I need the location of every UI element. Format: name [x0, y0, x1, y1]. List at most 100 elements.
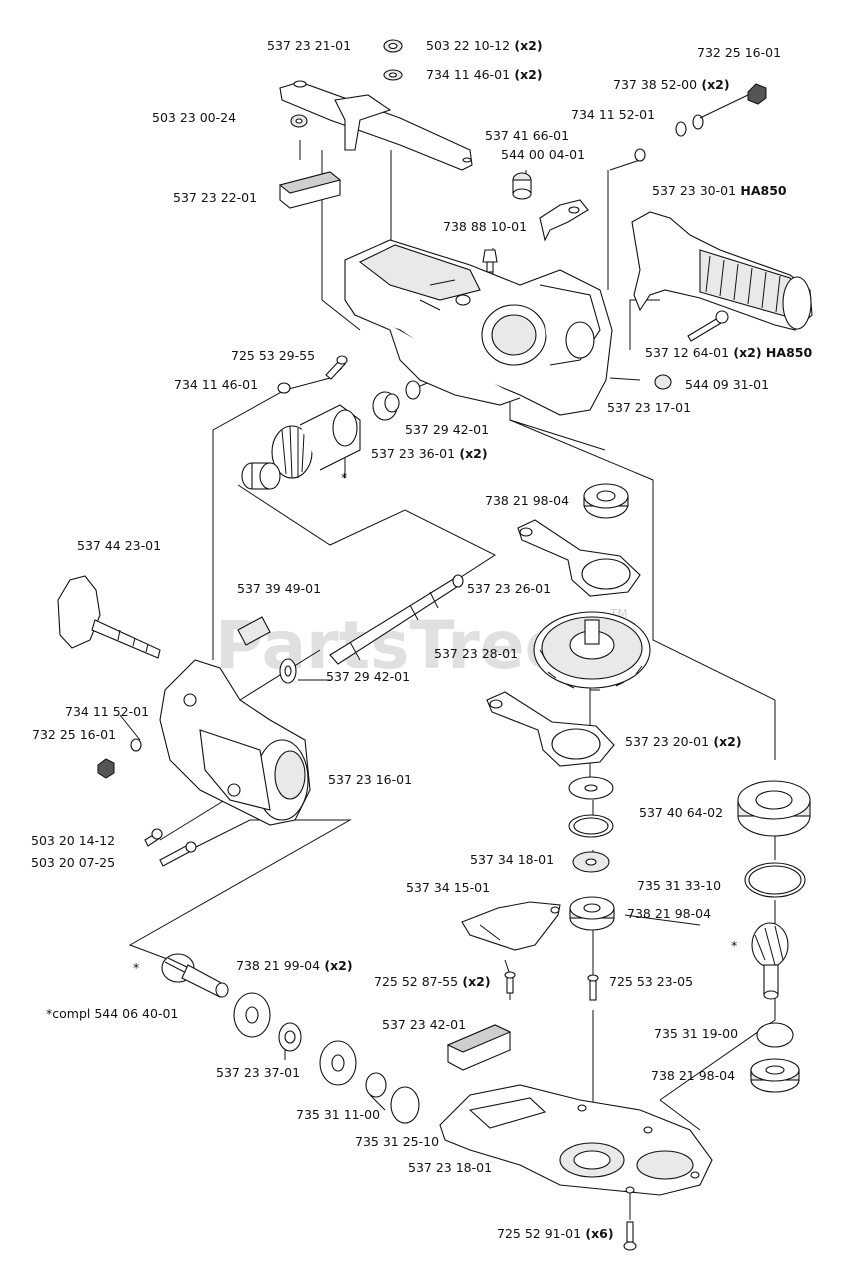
part-label-l24: 537 23 28-01: [434, 646, 518, 661]
part-number: 725 53 23-05: [609, 974, 693, 989]
part-number: 537 23 42-01: [382, 1017, 466, 1032]
part-number: 537 23 26-01: [467, 581, 551, 596]
part-label-l11: 537 23 22-01: [173, 190, 257, 205]
part-label-l13: 537 12 64-01 (x2) HA850: [645, 345, 812, 360]
part-screw-725-53-23-05: [587, 974, 599, 1001]
part-number: *compl: [46, 1006, 90, 1021]
star-marker-2: *: [731, 938, 737, 953]
part-pinion-544-06-40-01: [161, 953, 229, 998]
part-plate-537-34-15-01: [461, 901, 561, 951]
part-label-l04: 732 25 16-01: [697, 45, 781, 60]
part-number: 738 21 98-04: [485, 493, 569, 508]
star-marker-1: *: [133, 960, 139, 975]
part-screw-725-53-29-55: [325, 355, 348, 380]
part-label-l39: 725 53 23-05: [609, 974, 693, 989]
quantity-note: (x2): [709, 734, 742, 749]
part-washer-734-11-52-01-top: [634, 148, 646, 162]
part-nipple-738-88-10-01: [482, 249, 498, 273]
part-number: 737 38 52-00: [613, 77, 697, 92]
part-label-l41: 537 23 42-01: [382, 1017, 466, 1032]
part-number: 537 23 36-01: [371, 446, 455, 461]
part-label-l02: 503 22 10-12 (x2): [426, 38, 543, 53]
part-cap-537-41-66-01: [512, 172, 532, 200]
part-number-tail: 544 06 40-01: [90, 1006, 178, 1021]
part-washer-537-34-18-01: [572, 851, 610, 873]
part-number: 537 29 42-01: [405, 422, 489, 437]
part-number: 734 11 46-01: [174, 377, 258, 392]
part-label-l05: 737 38 52-00 (x2): [613, 77, 730, 92]
quantity-note: (x2): [455, 446, 488, 461]
part-number: 734 11 52-01: [65, 704, 149, 719]
quantity-note: HA850: [736, 183, 787, 198]
part-number: 732 25 16-01: [697, 45, 781, 60]
part-handle-537-23-30-01: [631, 211, 813, 331]
part-number: 735 31 11-00: [296, 1107, 380, 1122]
part-number: 537 12 64-01: [645, 345, 729, 360]
part-label-l37: 738 21 99-04 (x2): [236, 958, 353, 973]
part-conrod-537-23-20-01-lower: [486, 691, 615, 767]
part-number: 537 29 42-01: [326, 669, 410, 684]
star-marker-0: *: [341, 470, 347, 485]
part-bearing-537-40-64-02: [737, 780, 811, 837]
part-number: 537 23 17-01: [607, 400, 691, 415]
part-washer-537-29-42-01-top: [405, 380, 421, 400]
part-number: 735 31 25-10: [355, 1134, 439, 1149]
part-clip-544-00-04-01: [539, 199, 589, 242]
part-label-l33: 503 20 07-25: [31, 855, 115, 870]
part-number: 537 23 28-01: [434, 646, 518, 661]
part-label-l09: 544 00 04-01: [501, 147, 585, 162]
quantity-note: (x2): [510, 38, 543, 53]
part-number: 725 52 91-01: [497, 1226, 581, 1241]
part-label-l19: 537 23 36-01 (x2): [371, 446, 488, 461]
part-label-l26: 734 11 52-01: [65, 704, 149, 719]
part-shaft-537-23-26-01: [329, 574, 464, 665]
part-number: 537 23 30-01: [652, 183, 736, 198]
part-label-l06: 503 23 00-24: [152, 110, 236, 125]
part-number: 738 21 99-04: [236, 958, 320, 973]
part-label-l16: 544 09 31-01: [685, 377, 769, 392]
part-bearing-738-21-98-04-right: [750, 1058, 800, 1093]
part-number: 503 20 07-25: [31, 855, 115, 870]
part-conrod-537-23-20-01-upper: [517, 519, 641, 597]
part-circlip-735-31-11-00: [365, 1072, 387, 1098]
part-nut-732-25-16-01: [747, 83, 767, 105]
part-bracket-537-23-21-01: [279, 80, 473, 171]
part-screw-503-20-07-25: [159, 841, 197, 867]
part-bearing-738-21-99-04-2: [319, 1040, 357, 1086]
part-number: 735 31 19-00: [654, 1026, 738, 1041]
part-label-l43: 537 23 37-01: [216, 1065, 300, 1080]
part-washer-center-1: [568, 776, 614, 800]
part-number: 725 52 87-55: [374, 974, 458, 989]
part-label-l48: 725 52 91-01 (x6): [497, 1226, 614, 1241]
part-label-l18: 537 29 42-01: [405, 422, 489, 437]
part-number: 732 25 16-01: [32, 727, 116, 742]
part-label-l12: 738 88 10-01: [443, 219, 527, 234]
part-screw-503-20-14-12: [144, 828, 163, 847]
part-number: 544 09 31-01: [685, 377, 769, 392]
part-label-l46: 735 31 25-10: [355, 1134, 439, 1149]
part-number: 537 44 23-01: [77, 538, 161, 553]
part-label-l30: 537 40 64-02: [639, 805, 723, 820]
part-number: 738 88 10-01: [443, 219, 527, 234]
part-nut-732-25-16-01-left: [97, 758, 115, 779]
part-circlip-735-31-33-10: [744, 862, 806, 898]
part-label-l27: 537 23 20-01 (x2): [625, 734, 742, 749]
part-number: 537 41 66-01: [485, 128, 569, 143]
quantity-note: (x6): [581, 1226, 614, 1241]
part-label-l29: 537 23 16-01: [328, 772, 412, 787]
part-label-l01: 537 23 21-01: [267, 38, 351, 53]
part-number: 537 40 64-02: [639, 805, 723, 820]
part-label-l08: 537 41 66-01: [485, 128, 569, 143]
part-label-l23: 537 23 26-01: [467, 581, 551, 596]
part-key-537-39-49-01: [237, 616, 271, 646]
part-label-l15: 734 11 46-01: [174, 377, 258, 392]
part-label-l36: 738 21 98-04: [627, 906, 711, 921]
part-gear-537-23-28-01: [533, 611, 651, 691]
part-spacer-537-23-37-01: [278, 1022, 302, 1052]
part-label-l22: 537 39 49-01: [237, 581, 321, 596]
part-screw-725-52-91-01: [623, 1221, 637, 1251]
part-label-l07: 734 11 52-01: [571, 107, 655, 122]
part-label-l10: 537 23 30-01 HA850: [652, 183, 787, 198]
part-screw-725-52-87-55: [504, 971, 516, 994]
part-number: 738 21 98-04: [651, 1068, 735, 1083]
